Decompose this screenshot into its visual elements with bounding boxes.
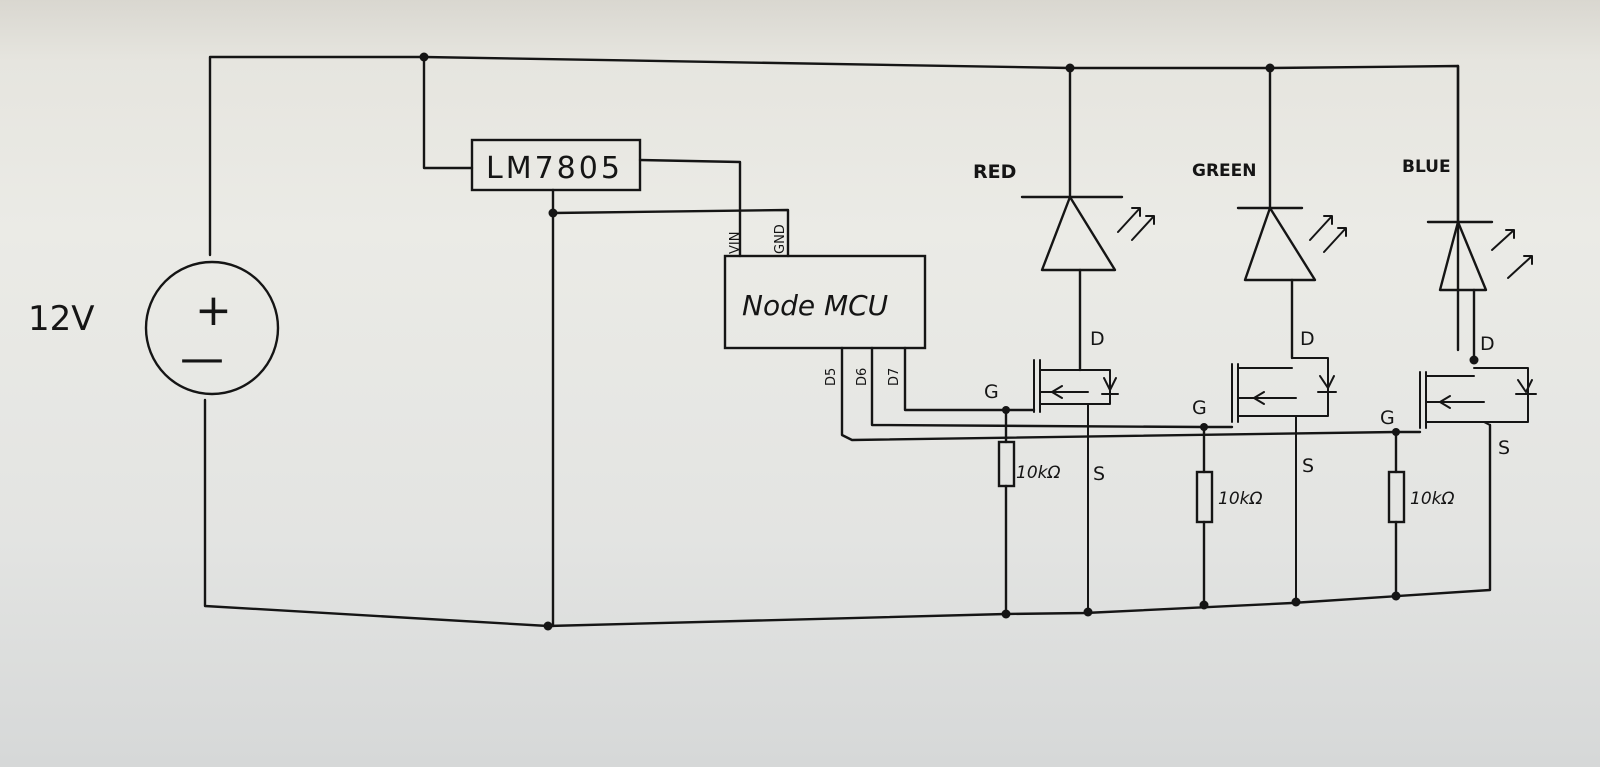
red-drain-label: D: [1090, 328, 1105, 350]
d5-signal-wire: [840, 346, 1422, 442]
top-rail-junction: [419, 52, 429, 62]
green-source-label: S: [1302, 455, 1314, 477]
channel-blue: [1387, 64, 1537, 601]
red-channel-label: RED: [973, 161, 1016, 183]
red-resistor-label: 10kΩ: [1016, 463, 1060, 483]
channel-red: [997, 63, 1155, 619]
green-led-light-arrows: [1309, 215, 1347, 253]
regulator-box: [470, 138, 642, 192]
blue-gate-label: G: [1380, 407, 1395, 429]
green-mosfet-body: [1231, 357, 1337, 603]
d7-signal-wire: [903, 346, 1036, 412]
regulator-ground-junction: [548, 208, 558, 218]
regulator-output-wire: [638, 158, 742, 258]
red-gate-label: G: [984, 381, 999, 403]
blue-res-gnd-junction: [1391, 591, 1401, 601]
red-res-gnd-junction: [1001, 609, 1011, 619]
wires: [203, 55, 1492, 628]
mcu-pin-vin: VIN: [728, 232, 743, 254]
mcu-pin-d6: D6: [855, 368, 870, 386]
mcu-box: [723, 254, 927, 350]
red-led-triangle: [1040, 195, 1117, 272]
red-resistor: [997, 440, 1016, 488]
red-rail-junction: [1065, 63, 1075, 73]
supply-symbol: [144, 260, 280, 396]
green-resistor: [1195, 470, 1214, 524]
green-led-triangle: [1243, 206, 1317, 282]
green-rail-junction: [1265, 63, 1275, 73]
green-channel-label: GREEN: [1192, 161, 1257, 181]
ground-rail-junction: [543, 621, 553, 631]
blue-mosfet-body: [1419, 367, 1537, 429]
blue-resistor: [1387, 470, 1406, 524]
green-resistor-label: 10kΩ: [1218, 489, 1262, 509]
mcu-gnd-wire: [551, 208, 790, 258]
battery-circle: [144, 260, 280, 396]
ground-rail-wire: [203, 398, 1492, 628]
regulator-label: LM7805: [486, 151, 623, 186]
blue-resistor-label: 10kΩ: [1410, 489, 1454, 509]
blue-gate-junction: [1392, 428, 1400, 436]
mcu-pin-d5: D5: [824, 368, 839, 386]
supply-voltage-label: 12V: [28, 299, 95, 339]
blue-drain-junction: [1469, 355, 1479, 365]
red-source-gnd-junction: [1083, 607, 1093, 617]
blue-source-label: S: [1498, 437, 1510, 459]
mcu-label: Node MCU: [742, 289, 888, 322]
red-led-light-arrows: [1117, 207, 1155, 241]
mcu-pin-gnd: GND: [773, 224, 788, 254]
green-gate-label: G: [1192, 397, 1207, 419]
blue-led-triangle: [1438, 220, 1488, 292]
regulator-input-wire: [422, 55, 474, 170]
green-res-gnd-junction: [1199, 600, 1209, 610]
blue-channel-label: BLUE: [1402, 157, 1451, 177]
d6-signal-wire: [870, 346, 1234, 429]
green-source-gnd-junction: [1291, 597, 1301, 607]
blue-led-light-arrows: [1491, 229, 1533, 279]
supply-plus-label: +: [195, 285, 232, 336]
red-source-label: S: [1093, 463, 1105, 485]
green-drain-label: D: [1300, 328, 1315, 350]
red-gate-junction: [1002, 406, 1010, 414]
blue-drain-label: D: [1480, 333, 1495, 355]
mcu-pin-d7: D7: [887, 368, 902, 386]
supply-minus-label: —: [180, 333, 224, 384]
channel-green: [1195, 63, 1347, 610]
red-mosfet-body: [1033, 359, 1119, 613]
green-gate-junction: [1200, 423, 1208, 431]
